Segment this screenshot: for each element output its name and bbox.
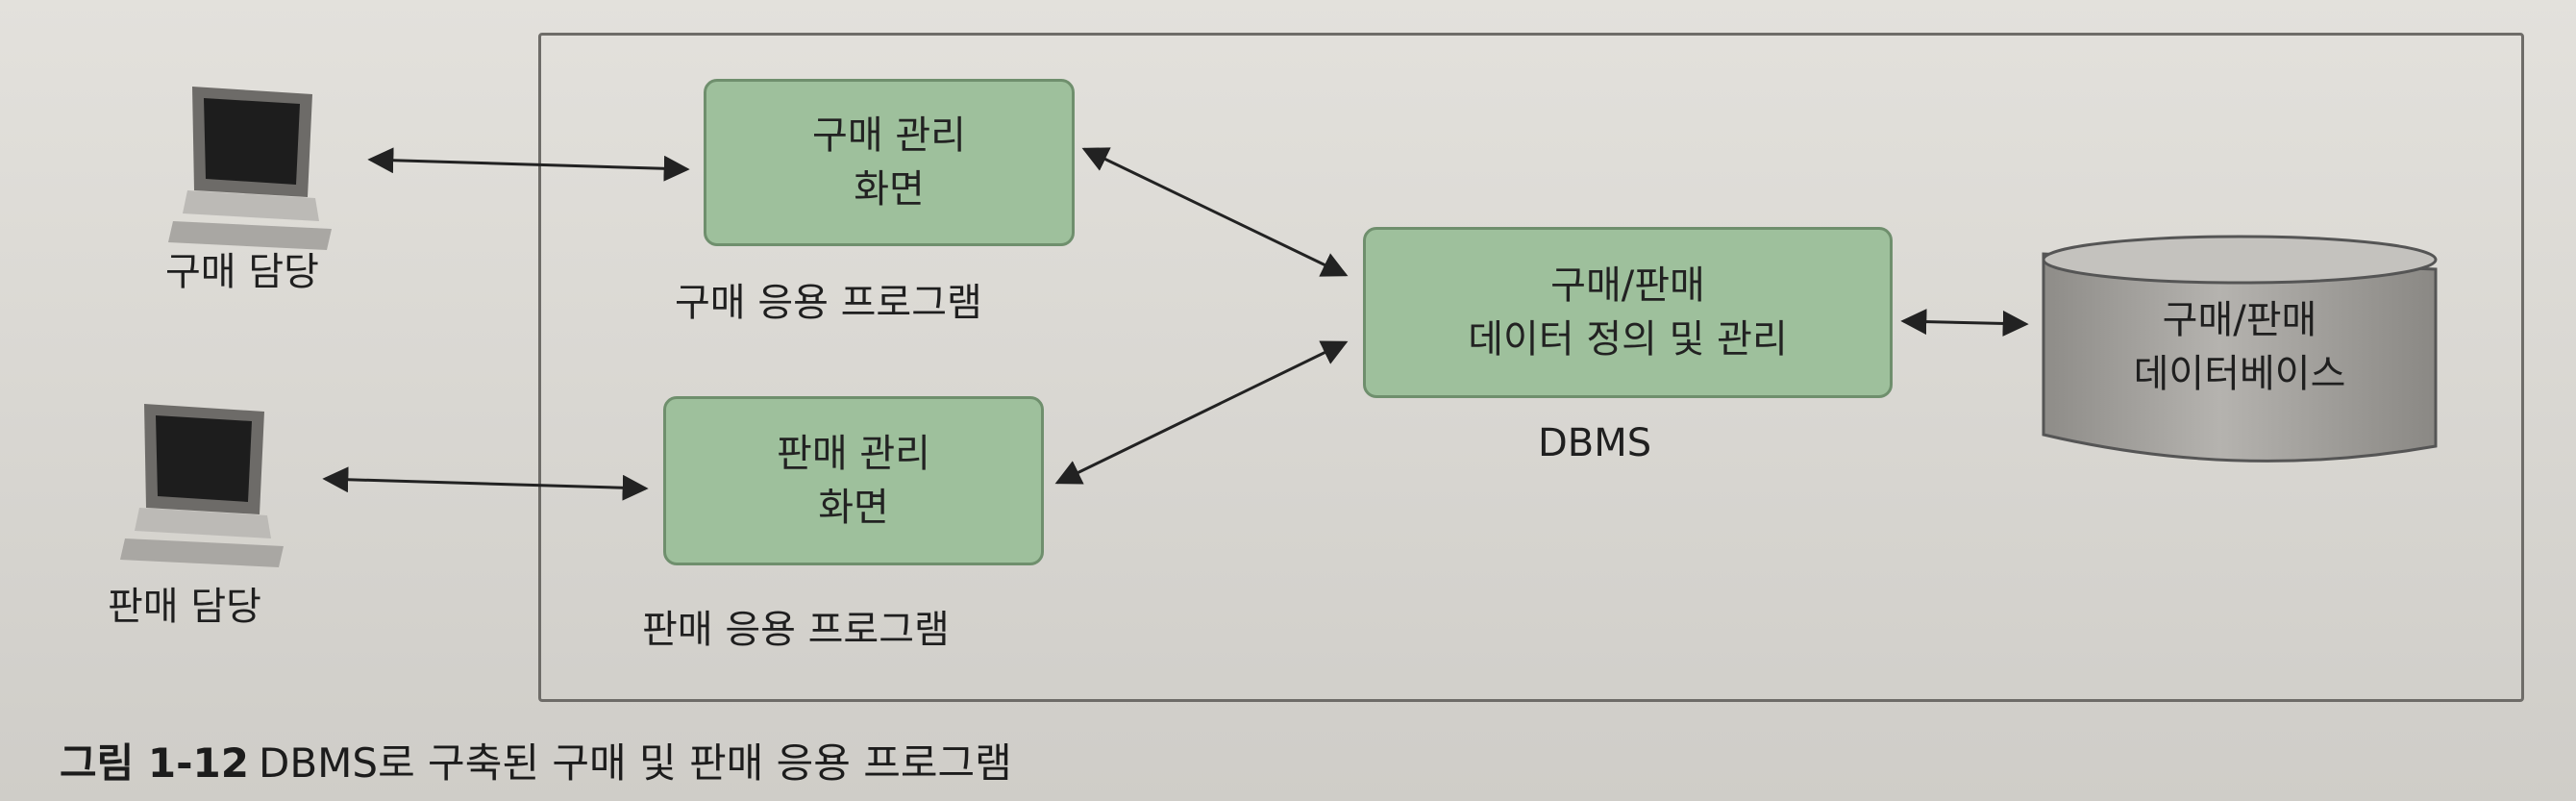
- database-line1: 구매/판매: [2162, 298, 2317, 342]
- dbms-label: DBMS: [1538, 421, 1652, 465]
- database-label: 구매/판매 데이터베이스: [2038, 293, 2441, 401]
- arrow-purchase-screen-to-dbms: [1081, 147, 1349, 277]
- arrow-sales-screen-to-dbms: [1054, 340, 1349, 485]
- dbms-box-line2: 데이터 정의 및 관리: [1468, 317, 1788, 362]
- dbms-box-line1: 구매/판매: [1550, 263, 1705, 308]
- sales-screen-box: 판매 관리 화면: [663, 396, 1044, 565]
- arrow-sales-staff-to-screen: [322, 466, 649, 501]
- arrow-dbms-to-database: [1900, 309, 2029, 337]
- database-cylinder-icon: [2042, 235, 2438, 463]
- arrow-purchase-staff-to-screen: [367, 147, 690, 182]
- sales-screen-line1: 판매 관리: [777, 432, 930, 476]
- purchase-screen-line2: 화면: [854, 167, 925, 212]
- purchase-staff-label: 구매 담당: [165, 250, 319, 294]
- caption-title: DBMS로 구축된 구매 및 판매 응용 프로그램: [259, 739, 1012, 787]
- dbms-box: 구매/판매 데이터 정의 및 관리: [1363, 227, 1893, 398]
- monitor-icon: [168, 87, 332, 250]
- monitor-icon: [120, 404, 284, 567]
- caption-number: 그림 1-12: [60, 739, 250, 787]
- purchase-screen-box: 구매 관리 화면: [704, 79, 1075, 246]
- sales-staff-label: 판매 담당: [108, 585, 261, 629]
- sales-screen-line2: 화면: [818, 486, 889, 530]
- application-frame: [538, 33, 2524, 702]
- database-line2: 데이터베이스: [2133, 352, 2346, 396]
- purchase-app-label: 구매 응용 프로그램: [675, 281, 982, 325]
- purchase-screen-line1: 구매 관리: [812, 113, 966, 158]
- sales-app-label: 판매 응용 프로그램: [642, 608, 950, 652]
